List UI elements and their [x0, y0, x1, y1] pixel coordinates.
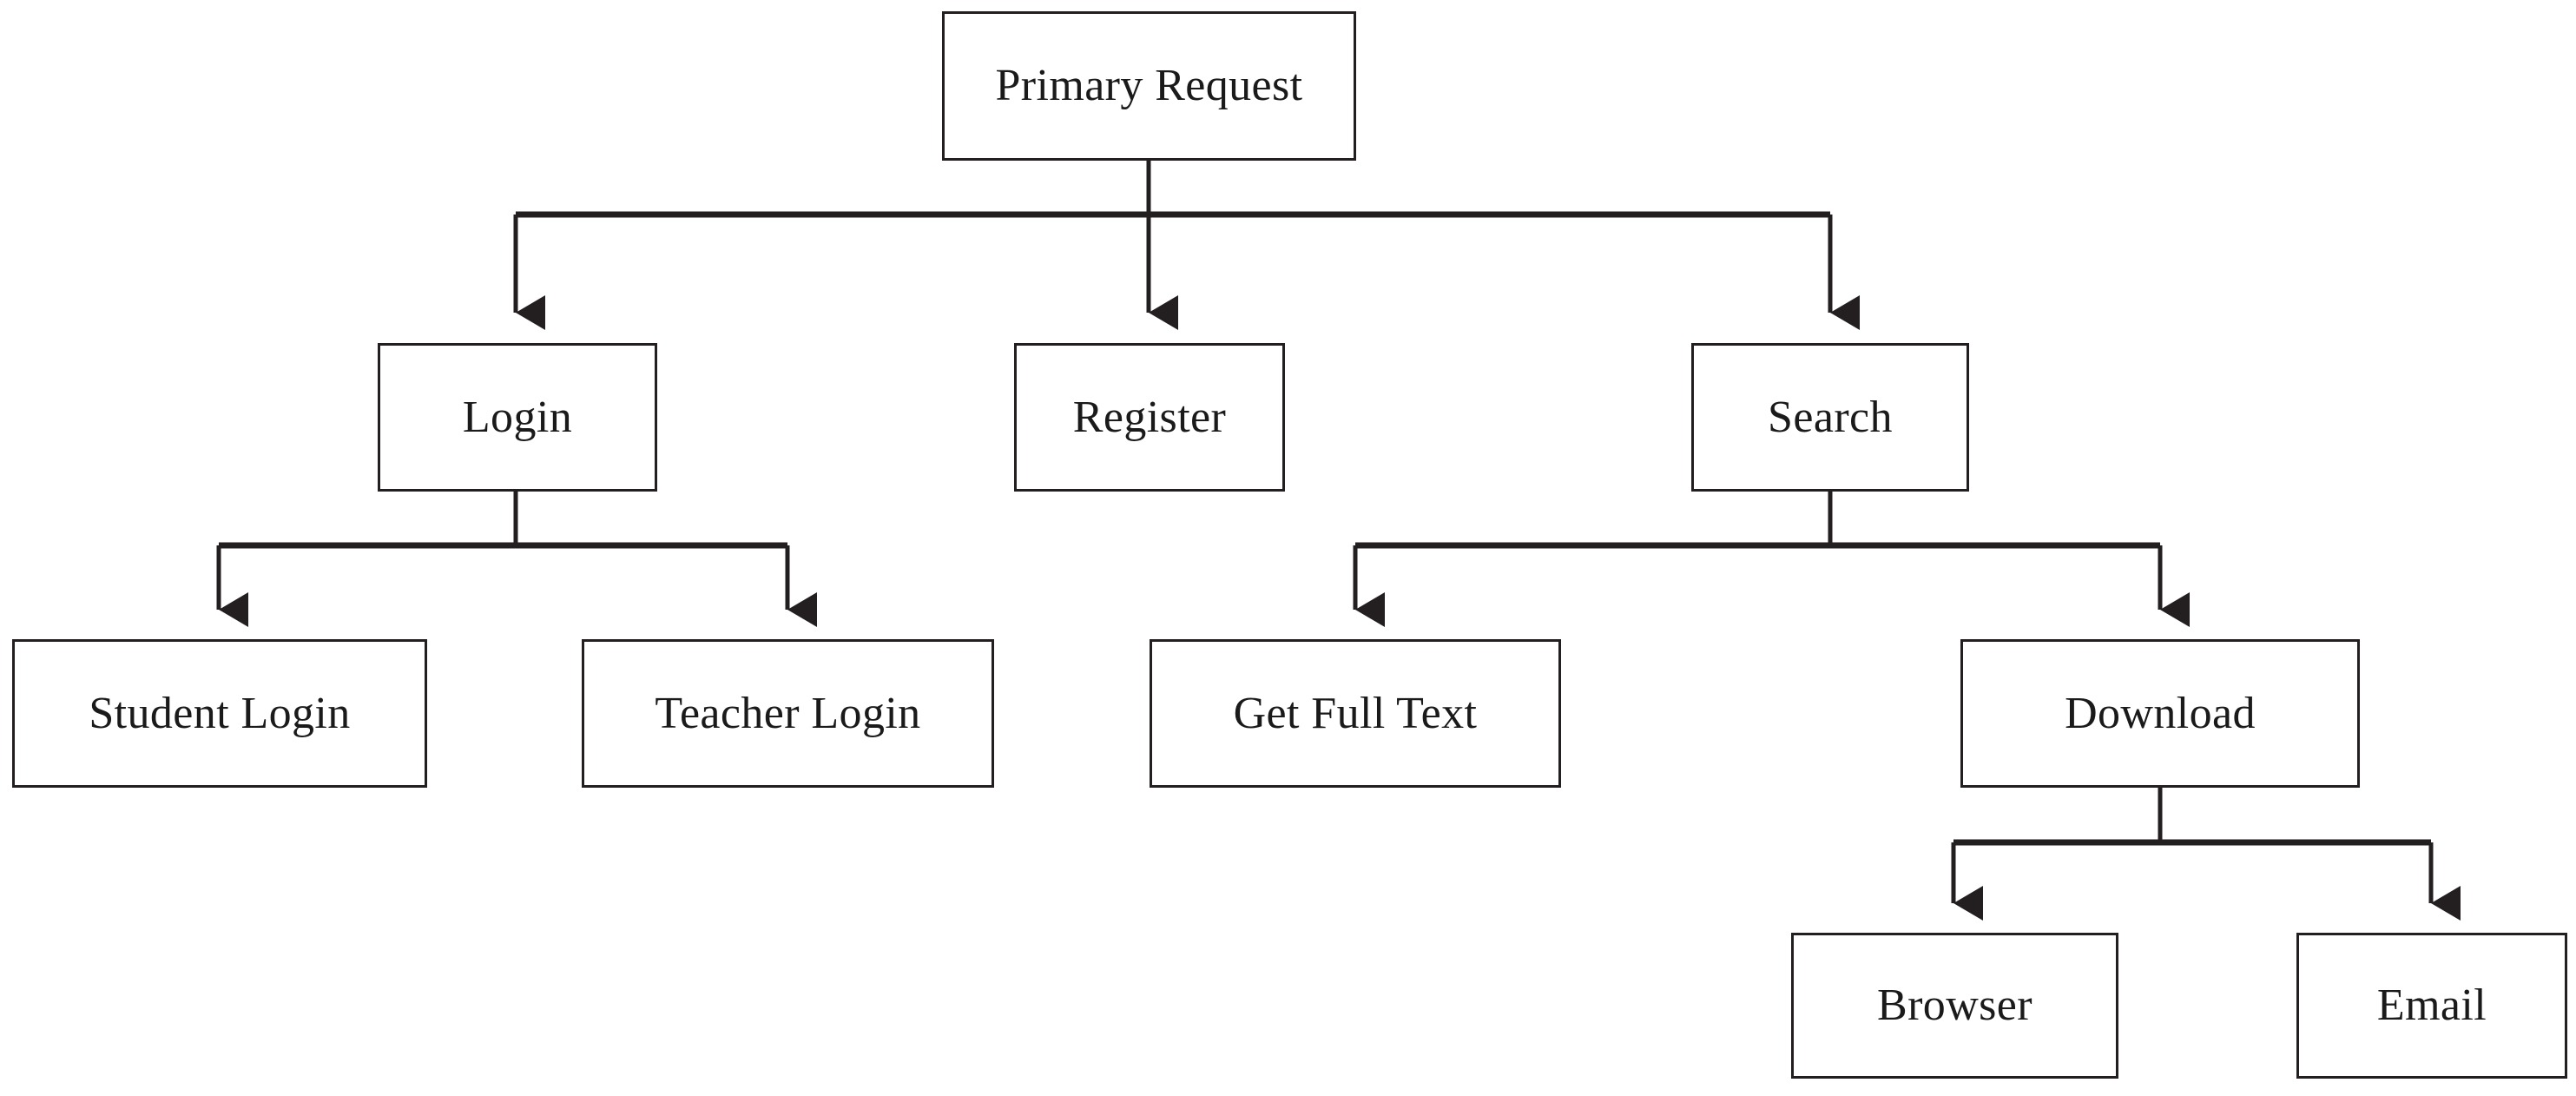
node-label-browser: Browser — [1877, 980, 2032, 1031]
node-label-register: Register — [1072, 392, 1227, 442]
node-student-login[interactable]: Student Login — [12, 639, 427, 788]
node-login[interactable]: Login — [378, 343, 657, 492]
node-label-search: Search — [1768, 392, 1893, 442]
node-search[interactable]: Search — [1691, 343, 1969, 492]
node-email[interactable]: Email — [2296, 933, 2567, 1079]
node-label-primary-request: Primary Request — [995, 61, 1303, 111]
edge-search-to-children — [1353, 492, 2190, 627]
node-label-email: Email — [2376, 980, 2487, 1031]
node-label-download: Download — [2065, 688, 2256, 738]
node-download[interactable]: Download — [1960, 639, 2360, 788]
node-primary-request[interactable]: Primary Request — [942, 11, 1356, 161]
edge-primary-request-to-children — [513, 161, 1860, 330]
node-label-student-login: Student Login — [89, 688, 351, 738]
node-label-teacher-login: Teacher Login — [655, 688, 921, 738]
edge-login-to-children — [216, 492, 817, 627]
node-label-get-full-text: Get Full Text — [1233, 688, 1478, 738]
node-get-full-text[interactable]: Get Full Text — [1150, 639, 1561, 788]
node-register[interactable]: Register — [1014, 343, 1285, 492]
edge-download-to-children — [1951, 788, 2461, 921]
node-teacher-login[interactable]: Teacher Login — [582, 639, 994, 788]
node-label-login: Login — [462, 392, 573, 442]
node-browser[interactable]: Browser — [1791, 933, 2118, 1079]
